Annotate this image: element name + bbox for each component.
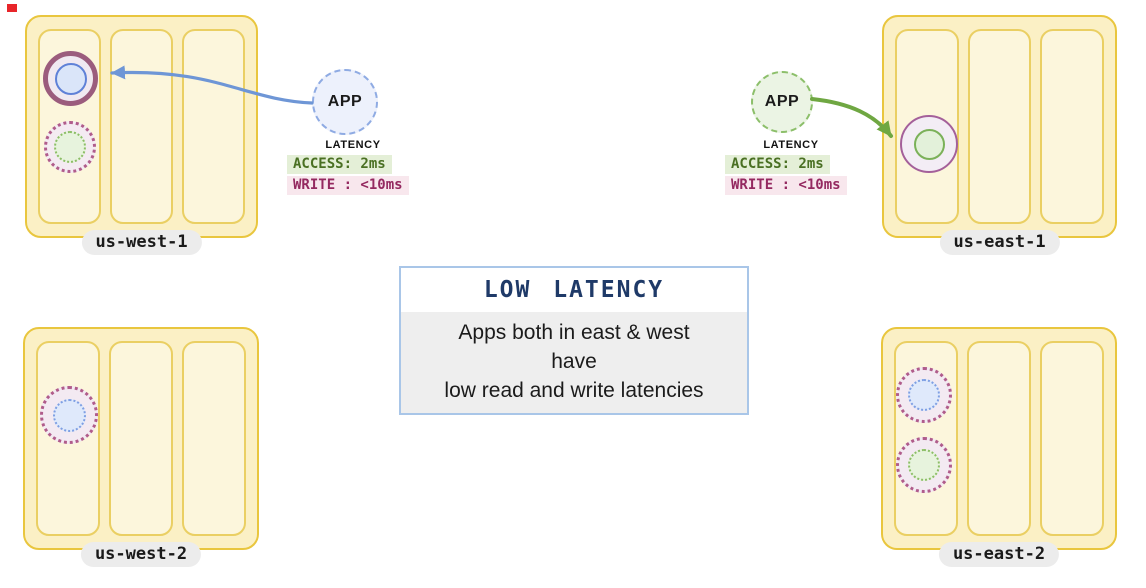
access-latency-badge: ACCESS: 2ms bbox=[725, 155, 830, 174]
availability-zone bbox=[182, 341, 246, 536]
db-core-blue-icon bbox=[54, 62, 87, 95]
region-us-east-1: us-east-1 bbox=[882, 15, 1117, 255]
primary-db-node-icon bbox=[900, 115, 958, 173]
app-node-east: APP bbox=[751, 71, 813, 133]
db-core-blue-icon bbox=[908, 379, 940, 411]
db-core-green-icon bbox=[908, 449, 940, 481]
write-latency-badge: WRITE : <10ms bbox=[287, 176, 409, 195]
app-node-west: APP bbox=[312, 69, 378, 135]
region-label-us-east-2: us-east-2 bbox=[938, 542, 1060, 567]
latency-title: LATENCY bbox=[325, 139, 381, 151]
primary-db-node-icon bbox=[43, 51, 98, 106]
region-label-us-east-1: us-east-1 bbox=[939, 230, 1060, 255]
replica-db-node-icon bbox=[44, 121, 96, 173]
replica-db-node-icon bbox=[40, 386, 98, 444]
callout-line: have bbox=[551, 350, 597, 373]
latency-panel-west: LATENCY ACCESS: 2ms WRITE : <10ms bbox=[287, 139, 419, 197]
callout-line: Apps both in east & west bbox=[458, 321, 690, 344]
access-latency-badge: ACCESS: 2ms bbox=[287, 155, 392, 174]
region-label-us-west-1: us-west-1 bbox=[81, 230, 202, 255]
read-arrow-east-icon bbox=[810, 97, 893, 138]
replica-db-node-icon bbox=[896, 367, 952, 423]
write-latency-badge: WRITE : <10ms bbox=[725, 176, 847, 195]
availability-zone bbox=[1040, 341, 1104, 536]
db-core-green-icon bbox=[54, 131, 86, 163]
availability-zone bbox=[109, 341, 173, 536]
callout-body: Apps both in east & west have low read a… bbox=[401, 312, 747, 413]
db-core-blue-icon bbox=[52, 398, 86, 432]
availability-zone bbox=[967, 29, 1032, 224]
availability-zone bbox=[967, 341, 1031, 536]
availability-zone bbox=[182, 29, 245, 224]
region-us-east-2: us-east-2 bbox=[881, 327, 1117, 567]
availability-zone bbox=[110, 29, 173, 224]
region-label-us-west-2: us-west-2 bbox=[80, 542, 202, 567]
callout-title: LOW LATENCY bbox=[483, 277, 665, 303]
latency-title: LATENCY bbox=[763, 139, 819, 151]
latency-panel-east: LATENCY ACCESS: 2ms WRITE : <10ms bbox=[725, 139, 857, 197]
low-latency-callout: LOW LATENCY Apps both in east & west hav… bbox=[399, 266, 749, 415]
region-us-west-2: us-west-2 bbox=[23, 327, 259, 567]
db-core-green-icon bbox=[913, 128, 945, 160]
replica-db-node-icon bbox=[896, 437, 952, 493]
annotation-marker bbox=[7, 4, 17, 12]
region-us-west-1: us-west-1 bbox=[25, 15, 258, 255]
callout-line: low read and write latencies bbox=[444, 379, 704, 402]
availability-zone bbox=[1040, 29, 1105, 224]
